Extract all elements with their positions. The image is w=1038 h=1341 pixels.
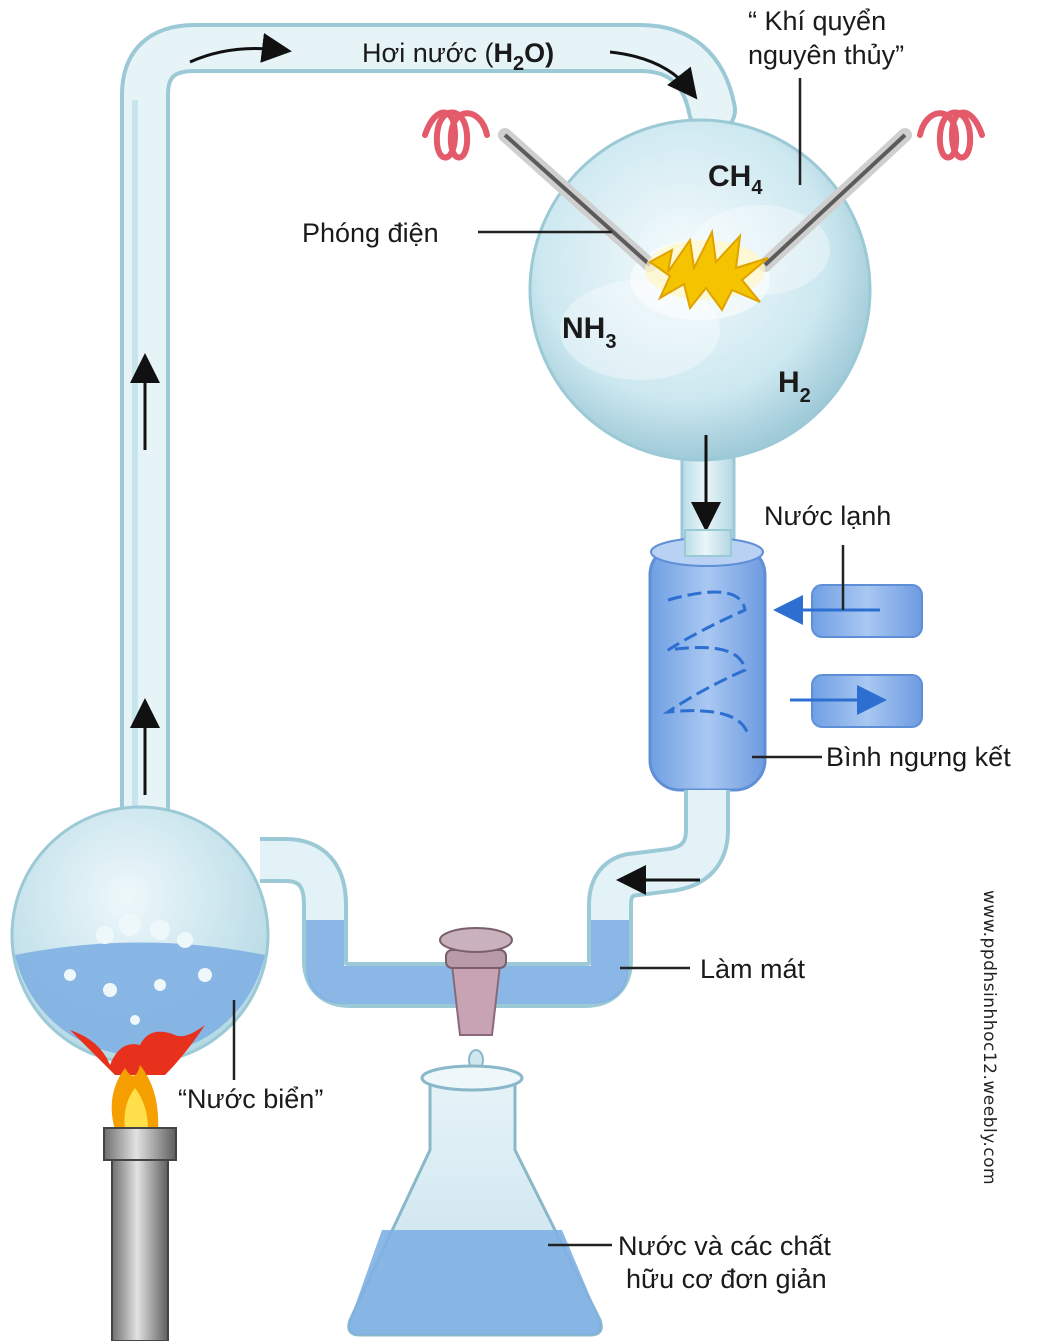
watermark: www.ppdhsinhhoc12.weebly.com: [979, 890, 999, 1185]
cold-water-label: Nước lạnh: [764, 501, 891, 531]
cooling-label: Làm mát: [700, 954, 806, 984]
collection-flask: [349, 1066, 602, 1335]
sea-water-flask: [12, 807, 268, 1063]
discharge-label: Phóng điện: [302, 218, 439, 248]
atmosphere-label-line1: “ Khí quyển: [748, 6, 886, 36]
condenser-label: Bình ngưng kết: [826, 742, 1011, 772]
burner: [104, 1128, 176, 1341]
product-label-line2: hữu cơ đơn giản: [626, 1264, 827, 1294]
coil-left-icon: [425, 113, 487, 158]
sea-water-label: “Nước biển”: [178, 1084, 323, 1114]
atmosphere-label-line2: nguyên thủy”: [748, 40, 904, 70]
coil-right-icon: [920, 113, 982, 158]
product-label-line1: Nước và các chất: [618, 1231, 831, 1261]
